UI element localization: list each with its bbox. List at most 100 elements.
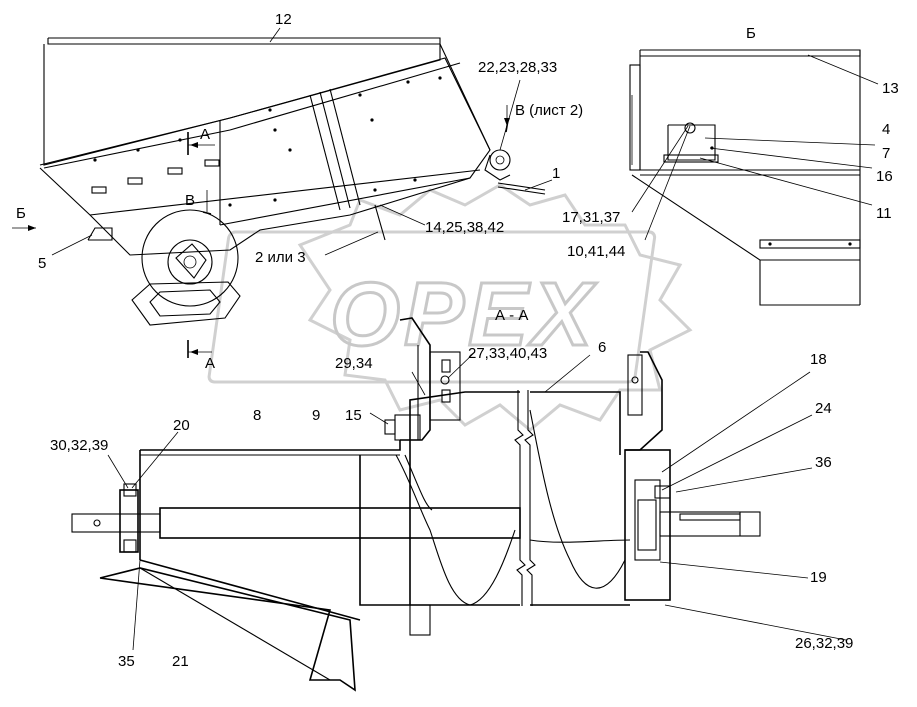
auger-flight-right [529,409,626,589]
callout-13: 13 [882,80,899,97]
right-bearing-seal [637,499,657,551]
auger-end-hub [167,239,213,285]
slot-1 [91,186,107,194]
callout-19: 19 [810,569,827,586]
callout-36: 36 [815,454,832,471]
left-bearing-nut2 [123,539,137,553]
outlet-chute [131,281,241,326]
callout-9: 9 [312,407,320,424]
callout-26: 26,32,39 [795,635,853,652]
callout-24: 24 [815,400,832,417]
mid-housing [359,391,520,606]
callout-2: 2 или 3 [255,249,306,266]
right-bracket-a [625,351,663,451]
hopper-bolts [93,76,442,207]
callout-1: 1 [552,165,560,182]
auger-housing-top [140,440,401,451]
view-b-lower [631,174,860,306]
left-bearing-nut [123,483,137,497]
bracket-bolt [440,375,450,385]
svg-text:В (лист 2): В (лист 2) [515,102,583,119]
callouts: 12 22,23,28,33 1 5 14,25,38,42 2 или 3 1… [38,11,899,670]
hopper-foot [87,227,113,241]
hopper-seam-panel3 [329,88,361,206]
callout-29: 29,34 [335,355,373,372]
callout-22: 22,23,28,33 [478,59,557,76]
callout-27: 27,33,40,43 [468,345,547,362]
view-b-title: Б [746,25,756,42]
callout-35: 35 [118,653,135,670]
leader-lines [51,27,879,651]
view-b-bracket [667,124,716,161]
hopper-body [43,44,441,166]
view-b-top-edge [640,49,861,57]
left-bearing [119,489,139,553]
shaft-right [659,511,761,537]
callout-16: 16 [876,168,893,185]
hopper-trough-line [229,62,461,131]
callout-20: 20 [173,417,190,434]
auger-end-flange [175,243,207,279]
view-b-bracket-base [663,154,719,163]
hopper-lower-edge2 [219,177,471,226]
shaft-left-hole [93,519,101,527]
bolt-2-or-3 [374,204,386,241]
part-15-nut [384,419,396,435]
bracket-plate [429,351,461,421]
lower-chute [99,567,356,692]
right-bearing-housing [624,449,671,601]
right-roller-center [495,155,505,165]
view-b-pin [684,122,696,134]
hopper-view: A A Б В В (лист 2) [12,37,583,372]
view-mark-b: Б [12,205,36,231]
callout-8: 8 [253,407,261,424]
right-bracket-plate [627,354,643,416]
mid-housing-right [530,391,621,455]
watermark: OPEX [207,183,693,432]
callout-10: 10,41,44 [567,243,625,260]
view-mark-v-left: В [185,190,212,215]
watermark-frame [207,230,657,384]
right-bracket [484,154,511,181]
auger-flight-left [395,454,516,606]
part-15-block [394,414,421,441]
hopper-seam-panel [309,94,341,211]
section-mark-a-top: A [187,126,215,155]
hopper-lower-edge [89,169,481,216]
hopper-top-plate [47,37,441,45]
slot-2 [127,177,143,185]
watermark-gear-outline [297,183,693,432]
auger-flight-right2 [529,539,631,543]
view-b: Б [629,25,861,306]
callout-5: 5 [38,255,46,272]
svg-text:A: A [205,355,215,372]
auger-flight-left2 [404,454,433,511]
section-a-a-title: А - А [495,307,528,324]
break-line-2 [524,390,536,606]
callout-6: 6 [598,339,606,356]
callout-30: 30,32,39 [50,437,108,454]
slot-3 [167,167,183,175]
outlet-chute-inner [149,289,221,317]
right-roller [489,149,511,171]
part-1-rod2 [497,186,546,195]
right-bearing-nut [654,485,671,499]
bracket-slot-1 [441,359,451,373]
callout-12: 12 [275,11,292,28]
section-a-a: А - А [71,307,761,692]
callout-14: 14,25,38,42 [425,219,504,236]
bottom-flange [409,604,431,636]
view-b-plate [759,239,861,249]
callout-7: 7 [882,145,890,162]
auger-end-center [183,255,197,269]
hopper-right-edge [439,43,491,151]
view-mark-v-right: В (лист 2) [504,102,583,133]
callout-17: 17,31,37 [562,209,620,226]
slot-4 [204,159,220,167]
hopper-seam-panel2 [319,91,351,209]
callout-11: 11 [876,205,892,222]
callout-15: 15 [345,407,362,424]
svg-text:В: В [185,192,195,209]
shaft-right-key [679,513,741,521]
